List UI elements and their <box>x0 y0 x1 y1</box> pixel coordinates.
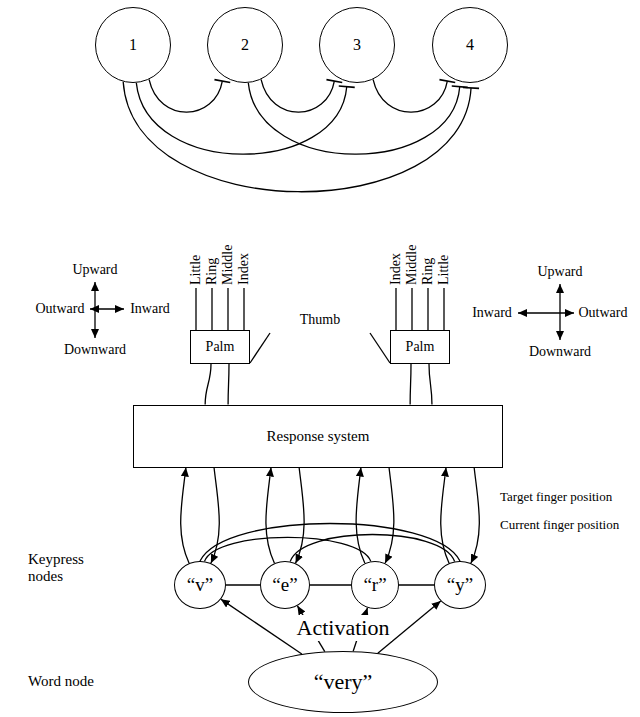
inhibitory-link <box>123 82 479 192</box>
direction-arrow <box>518 312 574 313</box>
signal-label: Current finger position <box>500 518 619 533</box>
unit-circle: 3 <box>319 7 395 83</box>
thumb-line <box>250 333 270 363</box>
node-text: “v” <box>187 574 213 596</box>
node-text: 1 <box>129 36 137 54</box>
inhibitory-link <box>248 83 467 154</box>
direction-arrow <box>559 284 560 340</box>
connector <box>429 364 432 405</box>
node-text: Palm <box>406 339 435 355</box>
finger-label: Index <box>236 253 252 285</box>
palm-box: Palm <box>390 330 450 364</box>
inhibitory-link <box>149 79 230 112</box>
direction-label: Inward <box>130 301 170 317</box>
connector <box>205 364 211 405</box>
inhibitory-link <box>261 79 342 112</box>
connector <box>296 468 305 564</box>
connector <box>399 585 434 586</box>
node-text: “y” <box>447 574 473 596</box>
finger-line <box>227 288 228 330</box>
node-text: 3 <box>353 36 361 54</box>
connector <box>200 524 460 562</box>
finger-line <box>211 288 212 330</box>
palm-box: Palm <box>190 330 250 364</box>
finger-label: Middle <box>404 245 420 285</box>
finger-label: Little <box>436 255 452 285</box>
finger-line <box>411 288 412 330</box>
node-text: “r” <box>363 574 386 596</box>
connector <box>228 364 230 405</box>
connector <box>385 468 394 564</box>
keypress-node: “y” <box>434 561 486 609</box>
unit-circle: 4 <box>432 7 508 83</box>
unit-circle: 1 <box>95 7 171 83</box>
direction-arrow <box>90 308 124 309</box>
direction-label: Outward <box>579 305 628 321</box>
finger-line <box>243 288 244 330</box>
keypress-node: “r” <box>351 561 399 609</box>
word-node: “very” <box>248 651 438 713</box>
response-box: Response system <box>133 405 503 468</box>
connector <box>204 537 370 561</box>
row-label: Word node <box>28 673 94 690</box>
direction-arrow <box>94 282 95 338</box>
inhibitory-link <box>373 79 455 112</box>
unit-circle: 2 <box>207 7 283 83</box>
finger-line <box>443 288 444 330</box>
direction-label: Upward <box>537 264 582 280</box>
direction-label: Outward <box>36 301 85 317</box>
node-text: “very” <box>314 669 373 695</box>
finger-label: Middle <box>220 245 236 285</box>
direction-label: Inward <box>472 305 512 321</box>
node-text: Response system <box>267 428 370 445</box>
signal-label: Target finger position <box>500 490 612 505</box>
direction-label: Upward <box>72 262 117 278</box>
finger-line <box>395 288 396 330</box>
connector <box>441 468 449 564</box>
node-text: 4 <box>466 36 474 54</box>
node-text: 2 <box>241 36 249 54</box>
row-label: Keypress nodes <box>28 551 98 586</box>
finger-line <box>427 288 428 330</box>
connector <box>266 468 275 564</box>
connector <box>181 468 189 564</box>
connector <box>410 364 412 405</box>
connector <box>471 468 479 564</box>
direction-label: Downward <box>529 344 591 360</box>
inhibitory-link <box>136 83 354 154</box>
keypress-node: “v” <box>174 561 226 609</box>
keypress-node: “e” <box>260 561 310 609</box>
flow-label: Activation <box>294 615 393 640</box>
node-text: “e” <box>272 574 297 596</box>
direction-label: Downward <box>64 342 126 358</box>
connector <box>226 585 260 586</box>
finger-label: Index <box>388 253 404 285</box>
connector <box>310 585 351 586</box>
finger-label: Ring <box>204 258 220 285</box>
thumb-label: Thumb <box>300 312 340 328</box>
finger-label: Ring <box>420 258 436 285</box>
finger-label: Little <box>188 255 204 285</box>
thumb-line <box>370 333 390 363</box>
node-text: Palm <box>206 339 235 355</box>
finger-line <box>195 288 196 330</box>
